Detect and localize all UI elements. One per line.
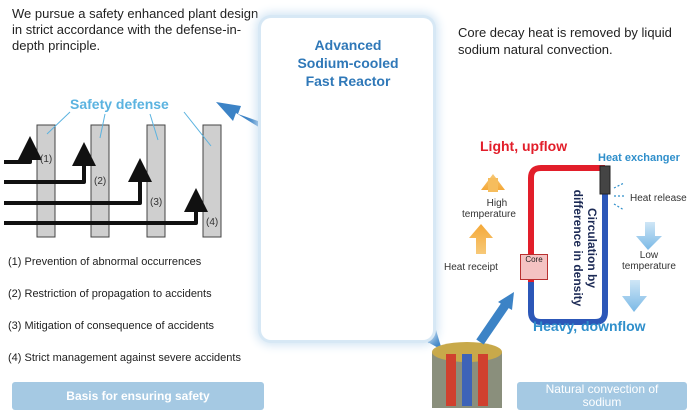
- heat-exchanger: [599, 165, 611, 195]
- propagation-arrows: [4, 136, 208, 225]
- heat-receipt-label: Heat receipt: [444, 262, 498, 273]
- barrier-number-1: (1): [40, 154, 53, 165]
- core-label: Core: [520, 254, 548, 280]
- upflow-arrow-mid: [469, 224, 493, 254]
- core-cylinder: [432, 342, 502, 408]
- circulation-label-box: Circulation by difference in density: [548, 184, 622, 312]
- barrier-number-3: (3): [150, 197, 163, 208]
- basis-for-safety-button[interactable]: Basis for ensuring safety: [12, 382, 264, 410]
- arrow-to-safety: [216, 102, 272, 134]
- barrier-3: [146, 124, 166, 238]
- reactor-title-line-3: Fast Reactor: [305, 73, 391, 89]
- reactor-panel: [261, 18, 433, 340]
- high-temperature-label: High temperature: [462, 198, 516, 220]
- low-temperature-line-2: temperature: [622, 261, 676, 272]
- natural-convection-button-line-1: Natural convection of: [545, 382, 659, 396]
- measure-2: (2) Restriction of propagation to accide…: [8, 288, 212, 300]
- high-temperature-line-2: temperature: [462, 209, 516, 220]
- downflow-arrow-mid: [636, 222, 662, 250]
- heat-release-arrows: [613, 182, 626, 211]
- reactor-title-line-2: Sodium-cooled: [297, 55, 399, 71]
- heat-release-label: Heat release: [630, 193, 687, 204]
- measure-1: (1) Prevention of abnormal occurrences: [8, 256, 202, 268]
- low-temperature-line-1: Low: [639, 250, 659, 261]
- circulation-label: Circulation by difference in density: [571, 189, 599, 307]
- measure-3: (3) Mitigation of consequence of acciden…: [8, 320, 215, 332]
- intro-text: We pursue a safety enhanced plant design…: [12, 6, 259, 53]
- heat-exchanger-label: Heat exchanger: [598, 152, 680, 164]
- barrier-number-2: (2): [94, 176, 107, 187]
- measure-4: (4) Strict management against severe acc…: [8, 352, 241, 364]
- barrier-number-4: (4): [206, 217, 219, 228]
- safety-defense-leaders: [46, 111, 212, 147]
- circulation-loop: [528, 165, 608, 325]
- reactor-title-line-1: Advanced: [314, 37, 382, 53]
- natural-convection-button-line-2: sodium: [582, 395, 622, 409]
- reactor-title: Advanced Sodium-cooled Fast Reactor: [268, 36, 428, 90]
- natural-convection-description: Core decay heat is removed by liquid sod…: [458, 25, 672, 57]
- downflow-arrow-low: [622, 280, 647, 312]
- low-temperature-label: Low temperature: [622, 250, 676, 272]
- high-temperature-line-1: High: [486, 198, 508, 209]
- light-upflow-label: Light, upflow: [480, 138, 568, 154]
- safety-defense-label: Safety defense: [70, 96, 169, 112]
- heavy-downflow-label: Heavy, downflow: [533, 318, 646, 334]
- natural-convection-button[interactable]: Natural convection of sodium: [517, 382, 687, 410]
